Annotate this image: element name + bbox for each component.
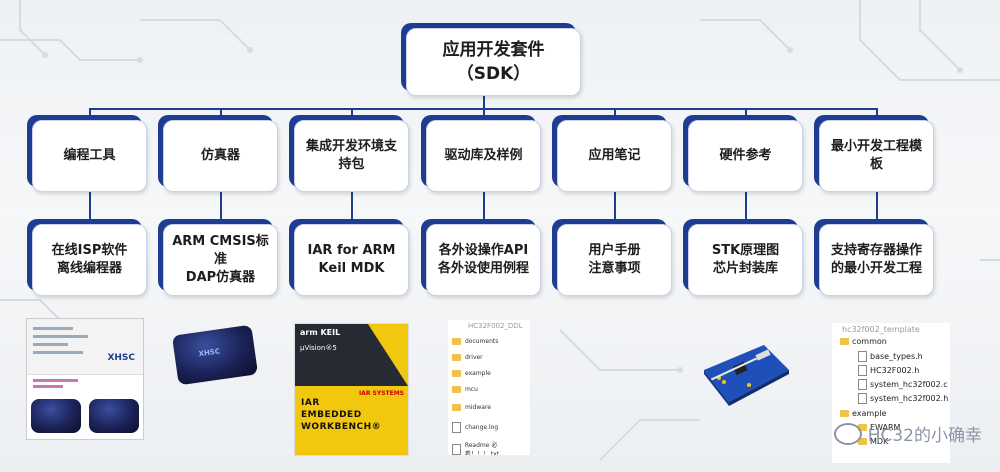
sub-programming-tools: 在线ISP软件 离线编程器 — [32, 224, 147, 296]
file-item: change.log — [452, 422, 498, 433]
sub-emulator: ARM CMSIS标准 DAP仿真器 — [163, 224, 278, 296]
tree-item-name: example — [852, 409, 887, 418]
sub-app-notes: 用户手册 注意事项 — [557, 224, 672, 296]
stk-board-photo — [704, 345, 789, 406]
connector-cat-2 — [220, 108, 222, 120]
file-name: midware — [465, 404, 491, 411]
watermark: HC32的小确幸 — [833, 421, 982, 446]
tree-item: system_hc32f002.c — [858, 379, 948, 390]
connector-sub-5 — [614, 192, 616, 224]
tree-item: base_types.h — [858, 351, 923, 362]
category-hardware-ref: 硬件参考 — [688, 120, 803, 192]
root-title: 应用开发套件 — [442, 40, 545, 60]
tree-title: hc32f002_template — [842, 325, 920, 334]
file-name: example — [465, 370, 491, 377]
driver-library-file-list: HC32F002_DDL documents driver example mc… — [448, 320, 530, 455]
folder-icon — [858, 424, 867, 431]
file-item: Readme 必看！！！.txt — [452, 440, 530, 455]
connector-cat-1 — [89, 108, 91, 120]
connector-cat-3 — [351, 108, 353, 120]
folder-icon — [452, 338, 461, 345]
wechat-icon — [833, 422, 862, 445]
keil-brand: arm KEIL — [300, 328, 341, 337]
folder-icon — [840, 338, 849, 345]
folder-icon — [858, 438, 867, 445]
isp-software-screenshot: XHSC — [26, 318, 144, 440]
tree-item: example — [840, 409, 886, 418]
connector-root — [483, 96, 485, 109]
tree-item: system_hc32f002.h — [858, 393, 948, 404]
folder-icon — [840, 410, 849, 417]
file-name: Readme 必看！！！.txt — [464, 442, 500, 455]
connector-cat-5 — [614, 108, 616, 120]
file-item: midware — [452, 404, 491, 411]
connector-cat-7 — [876, 108, 878, 120]
tree-item-name: common — [852, 337, 887, 346]
tree-item-name: system_hc32f002.h — [870, 394, 949, 403]
connector-sub-1 — [89, 192, 91, 224]
folder-icon — [452, 404, 461, 411]
connector-sub-2 — [220, 192, 222, 224]
probe-left — [31, 399, 81, 433]
root-subtitle: （SDK） — [456, 64, 531, 84]
sub-min-project-template: 支持寄存器操作 的最小开发工程 — [819, 224, 934, 296]
root-node-sdk: 应用开发套件 （SDK） — [406, 28, 581, 96]
iar-line-1: IAR — [301, 398, 320, 408]
connector-sub-7 — [876, 192, 878, 224]
folder-icon — [452, 354, 461, 361]
probe-logo: XHSC — [198, 347, 221, 359]
iar-line-3: WORKBENCH® — [301, 422, 382, 432]
category-programming-tools: 编程工具 — [32, 120, 147, 192]
document-icon — [858, 365, 867, 376]
category-min-project-template: 最小开发工程模 板 — [819, 120, 934, 192]
document-icon — [858, 393, 867, 404]
connector-cat-6 — [745, 108, 747, 120]
category-driver-library: 驱动库及样例 — [426, 120, 541, 192]
folder-icon — [452, 370, 461, 377]
connector-sub-4 — [483, 192, 485, 224]
file-name: change.log — [465, 424, 499, 431]
connector-sub-6 — [745, 192, 747, 224]
tree-item-name: EWARM — [870, 423, 901, 432]
file-item: mcu — [452, 386, 478, 393]
file-name: driver — [465, 354, 483, 361]
tree-item: MDK — [858, 437, 888, 446]
category-app-notes: 应用笔记 — [557, 120, 672, 192]
keil-iar-cover: arm KEIL µVision®5 IAR EMBEDDED WORKBENC… — [294, 323, 409, 456]
iar-line-2: EMBEDDED — [301, 410, 362, 420]
document-icon — [452, 422, 461, 433]
tree-item-name: MDK — [870, 437, 889, 446]
files-title: HC32F002_DDL — [468, 322, 523, 330]
file-name: mcu — [465, 386, 478, 393]
sub-hardware-ref: STK原理图 芯片封装库 — [688, 224, 803, 296]
folder-icon — [452, 386, 461, 393]
sub-ide-support-pack: IAR for ARM Keil MDK — [294, 224, 409, 296]
category-emulator: 仿真器 — [163, 120, 278, 192]
file-item: driver — [452, 354, 483, 361]
document-icon — [858, 379, 867, 390]
tree-item-name: HC32F002.h — [870, 366, 920, 375]
tree-item: HC32F002.h — [858, 365, 919, 376]
probe-right — [89, 399, 139, 433]
tree-item-name: base_types.h — [870, 352, 923, 361]
sub-driver-library: 各外设操作API 各外设使用例程 — [426, 224, 541, 296]
file-name: documents — [465, 338, 499, 345]
file-item: example — [452, 370, 491, 377]
connector-sub-3 — [351, 192, 353, 224]
keil-product: µVision®5 — [300, 344, 337, 352]
category-ide-support-pack: 集成开发环境支 持包 — [294, 120, 409, 192]
document-icon — [452, 443, 461, 455]
watermark-text: HC32的小确幸 — [867, 426, 982, 446]
file-item: documents — [452, 338, 498, 345]
isp-logo: XHSC — [107, 353, 135, 363]
document-icon — [858, 351, 867, 362]
iar-logo: IAR SYSTEMS — [358, 390, 404, 397]
tree-item: EWARM — [858, 423, 900, 432]
connector-cat-4 — [483, 108, 485, 120]
tree-item: common — [840, 337, 887, 346]
tree-item-name: system_hc32f002.c — [870, 380, 948, 389]
